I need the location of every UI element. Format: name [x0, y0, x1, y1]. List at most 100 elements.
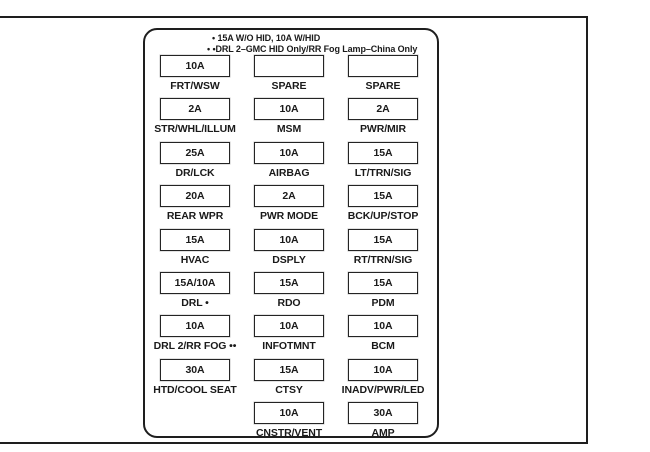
fuse-box: [254, 55, 324, 77]
fuse-label: CNSTR/VENT: [255, 427, 323, 440]
fuse-box: [348, 55, 418, 77]
fuse-box: 10A: [348, 358, 418, 381]
fuse-box: 15A: [254, 358, 324, 381]
fuse-amp-value: 10A: [279, 146, 299, 159]
fuse-amp-value: 10A: [279, 320, 299, 333]
fuse-box: 10A: [160, 315, 230, 338]
fuse-box: 10A: [254, 98, 324, 121]
fuse-cell: 2A PWR MODE: [254, 185, 324, 228]
fuse-label: RT/TRN/SIG: [353, 253, 413, 266]
fuse-amp-value: 15A: [279, 363, 299, 376]
fuse-cell: 15A RT/TRN/SIG: [348, 228, 418, 272]
fuse-cell-empty: [160, 402, 230, 445]
fuse-label: RDO: [277, 296, 301, 309]
fuse-box: 30A: [160, 358, 230, 381]
fuse-label: PWR MODE: [259, 210, 319, 223]
fuse-cell: 20A REAR WPR: [160, 185, 230, 228]
fuse-box: 2A: [348, 98, 418, 121]
fuse-label: DRL 2/RR FOG ••: [153, 340, 237, 353]
fuse-cell: 15A RDO: [254, 271, 324, 315]
fuse-amp-value: 2A: [376, 103, 390, 116]
fuse-cell: SPARE: [348, 55, 418, 98]
fuse-label: STR/WHL/ILLUM: [154, 123, 236, 136]
fuse-box: 10A: [254, 315, 324, 338]
fuse-amp-value: 2A: [282, 190, 296, 203]
fuse-cell: 2A STR/WHL/ILLUM: [154, 98, 236, 141]
fuse-amp-value: 25A: [185, 146, 205, 159]
fuse-box: 15A: [254, 271, 324, 294]
fuse-cell: 10A MSM: [254, 98, 324, 141]
fuse-label: LT/TRN/SIG: [354, 166, 412, 179]
fuse-amp-value: 10A: [373, 320, 393, 333]
fuse-box: 10A: [254, 141, 324, 164]
fuse-cell: 10A DRL 2/RR FOG ••: [154, 315, 236, 358]
footnotes: • 15A W/O HID, 10A W/HID • •DRL 2–GMC HI…: [207, 33, 417, 55]
fuse-cell: 10A INFOTMNT: [254, 315, 324, 358]
fuse-cell: 10A BCM: [348, 315, 418, 358]
fuse-amp-value: 10A: [279, 103, 299, 116]
fuse-amp-value: 10A: [279, 407, 299, 420]
fuse-box: 10A: [254, 228, 324, 251]
fuse-label: CTSY: [275, 383, 303, 396]
fuse-cell: 15A LT/TRN/SIG: [348, 141, 418, 185]
fuse-box: 15A: [348, 141, 418, 164]
fuse-box: 30A: [348, 402, 418, 425]
fuse-label: DR/LCK: [175, 166, 215, 179]
fuse-amp-value: 2A: [188, 103, 202, 116]
fuse-cell: 25A DR/LCK: [160, 141, 230, 185]
fuse-label: BCK/UP/STOP: [347, 210, 419, 223]
fuse-label: PWR/MIR: [360, 123, 406, 136]
fuse-amp-value: 30A: [373, 407, 393, 420]
fuse-cell: 10A CNSTR/VENT: [254, 402, 324, 445]
fuse-box: 15A/10A: [160, 271, 230, 294]
fuse-label: HTD/COOL SEAT: [153, 383, 237, 396]
fuse-box: 25A: [160, 141, 230, 164]
fuse-cell: 15A BCK/UP/STOP: [348, 185, 418, 228]
footnote-hid: • 15A W/O HID, 10A W/HID: [212, 33, 321, 43]
fuse-amp-value: 30A: [185, 363, 205, 376]
fuse-box: 2A: [254, 185, 324, 208]
fuse-label: BCM: [371, 340, 395, 353]
fuse-box: 10A: [160, 55, 230, 77]
fuse-amp-value: 15A: [373, 233, 393, 246]
fuse-box: 15A: [348, 271, 418, 294]
fuse-box: 15A: [348, 185, 418, 208]
fuse-amp-value: 15A: [373, 146, 393, 159]
fuse-box: 15A: [348, 228, 418, 251]
fuse-cell: SPARE: [254, 55, 324, 98]
fuse-cell: 15A CTSY: [254, 358, 324, 402]
fuse-cell: 15A/10A DRL •: [160, 271, 230, 315]
fuse-label: INADV/PWR/LED: [341, 383, 425, 396]
fuse-label: HVAC: [180, 253, 210, 266]
fuse-amp-value: 10A: [279, 233, 299, 246]
fuse-label: DRL •: [181, 296, 209, 309]
fuse-amp-value: 15A: [279, 276, 299, 289]
fuse-label: SPARE: [365, 80, 401, 92]
fuse-amp-value: 10A: [185, 60, 205, 72]
fuse-amp-value: 15A: [373, 190, 393, 203]
fuse-label: SPARE: [271, 80, 307, 92]
fuse-amp-value: 15A/10A: [174, 276, 216, 289]
fuse-box: 10A: [254, 402, 324, 425]
fuse-label: PDM: [371, 296, 395, 309]
footnote-drl2-rrfog: • •DRL 2–GMC HID Only/RR Fog Lamp–China …: [207, 44, 418, 54]
fuse-amp-value: 10A: [373, 363, 393, 376]
fuse-cell: 15A PDM: [348, 271, 418, 315]
fuse-cell: 10A DSPLY: [254, 228, 324, 272]
fuse-box: 10A: [348, 315, 418, 338]
fuse-box: 20A: [160, 185, 230, 208]
fuse-cell: 30A HTD/COOL SEAT: [153, 358, 237, 402]
fuse-label: INFOTMNT: [262, 340, 316, 353]
fuse-label: MSM: [276, 123, 302, 136]
fuse-label: REAR WPR: [166, 210, 224, 223]
fuse-label: DSPLY: [272, 253, 306, 266]
fuse-amp-value: 20A: [185, 190, 205, 203]
fuse-box: 2A: [160, 98, 230, 121]
fuse-amp-value: 15A: [373, 276, 393, 289]
fuse-cell: 2A PWR/MIR: [348, 98, 418, 141]
fuse-amp-value: 10A: [185, 320, 205, 333]
